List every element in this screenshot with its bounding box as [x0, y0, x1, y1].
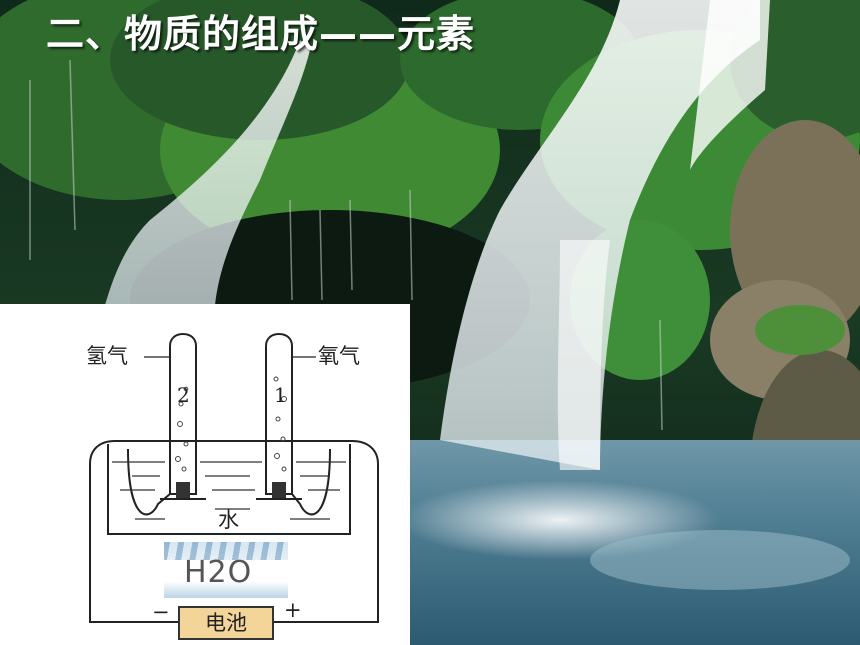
- electrolysis-diagram: 氢气 氧气 2 1 水 H2O − 电池 +: [0, 304, 410, 645]
- slide-title: 二、物质的组成——元素: [46, 12, 476, 56]
- battery-plus-sign: +: [284, 598, 302, 622]
- h2o-formula: H2O: [184, 555, 253, 590]
- tube-number-left: 2: [177, 383, 190, 407]
- water-label: 水: [218, 508, 239, 532]
- hydrogen-label: 氢气: [86, 344, 128, 368]
- battery-minus-sign: −: [152, 600, 170, 624]
- battery-label: 电池: [205, 611, 247, 635]
- tube-number-right: 1: [274, 383, 287, 407]
- badge-decoration: [164, 542, 288, 560]
- h2o-formula-badge: H2O: [164, 542, 288, 598]
- oxygen-label: 氧气: [318, 344, 360, 368]
- electrolysis-apparatus-icon: [89, 332, 379, 623]
- battery-icon: 电池: [178, 606, 274, 640]
